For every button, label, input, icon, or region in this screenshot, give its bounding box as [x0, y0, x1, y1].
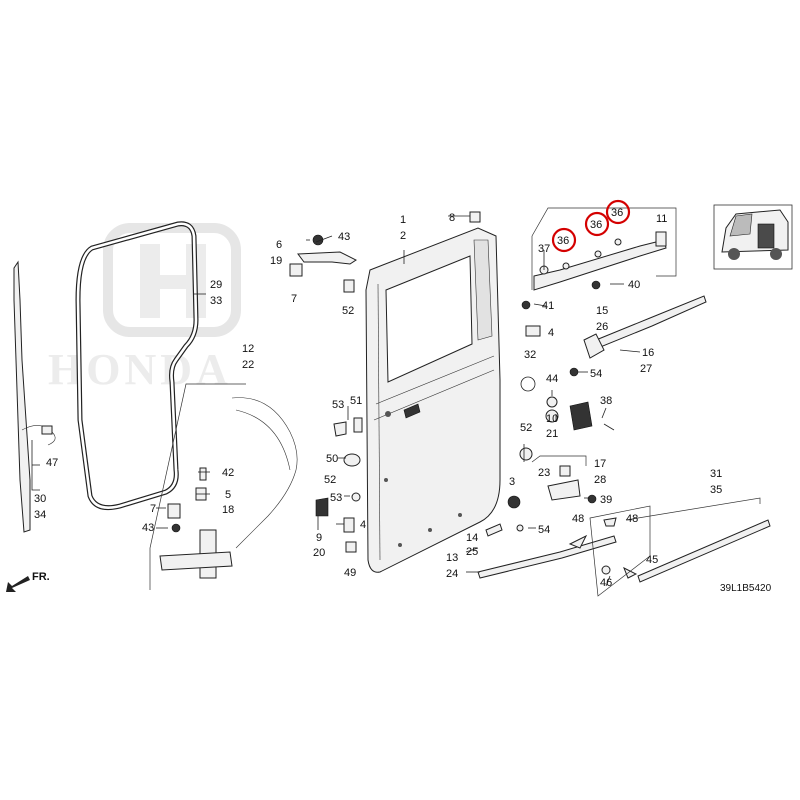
- callout-27: 27: [640, 363, 652, 375]
- callout-7-top: 7: [291, 293, 297, 305]
- callout-38: 38: [600, 395, 612, 407]
- callout-54-upper: 54: [590, 368, 602, 380]
- front-direction-arrow: FR.: [6, 571, 50, 592]
- callout-12: 12: [242, 343, 254, 355]
- callout-48-left: 48: [572, 513, 584, 525]
- callout-21: 21: [546, 428, 558, 440]
- callout-5: 5: [225, 489, 231, 501]
- door-rail-harness: [13, 260, 56, 533]
- callout-22: 22: [242, 359, 254, 371]
- callout-24: 24: [446, 568, 458, 580]
- lower-roller-group: [507, 455, 597, 532]
- callout-53-low: 53: [330, 492, 342, 504]
- sliding-door-panel: [365, 227, 501, 573]
- callout-42: 42: [222, 467, 234, 479]
- callout-45: 45: [646, 554, 658, 566]
- callout-33: 33: [210, 295, 222, 307]
- door-weatherstrip: [75, 221, 206, 511]
- callout-53-top: 53: [332, 399, 344, 411]
- callout-47: 47: [46, 457, 58, 469]
- center-rail: [569, 295, 707, 377]
- front-upper-bracket: [289, 234, 357, 277]
- callout-36-a: 36: [557, 235, 569, 247]
- callout-35: 35: [710, 484, 722, 496]
- callout-15: 15: [596, 305, 608, 317]
- callout-2: 2: [400, 230, 406, 242]
- callout-52-mid: 52: [324, 474, 336, 486]
- callout-11: 11: [656, 213, 667, 225]
- watermark-brand: HONDA: [48, 345, 232, 394]
- callout-6: 6: [276, 239, 282, 251]
- callout-14: 14: [466, 532, 478, 544]
- leader-lines: [156, 235, 641, 587]
- lower-rail-parts: [477, 505, 651, 597]
- callout-20: 20: [313, 547, 325, 559]
- callout-52-top: 52: [342, 305, 354, 317]
- callout-4-front: 4: [360, 519, 366, 531]
- callout-13: 13: [446, 552, 458, 564]
- callout-49: 49: [344, 567, 356, 579]
- callout-40: 40: [628, 279, 640, 291]
- callout-8: 8: [449, 212, 455, 224]
- callout-51: 51: [350, 395, 362, 407]
- callout-16: 16: [642, 347, 654, 359]
- callout-25: 25: [466, 546, 478, 558]
- callout-41: 41: [542, 300, 554, 312]
- highlight-circles: [551, 199, 631, 253]
- callout-26: 26: [596, 321, 608, 333]
- direction-label: FR.: [32, 571, 50, 583]
- upper-roller-group: [521, 207, 677, 310]
- callout-32: 32: [524, 349, 536, 361]
- callout-19: 19: [270, 255, 282, 267]
- callout-4-center: 4: [548, 327, 554, 339]
- callout-54-lower: 54: [538, 524, 550, 536]
- callout-7-low: 7: [150, 503, 156, 515]
- callout-18: 18: [222, 504, 234, 516]
- diagram-code: 39L1B5420: [720, 583, 772, 594]
- callout-labels: 1 2 8 43 6 19 7 52 29 33 12 22 53 51 50 …: [34, 207, 772, 594]
- callout-46: 46: [600, 577, 612, 589]
- callout-36-b: 36: [590, 219, 602, 231]
- callout-29: 29: [210, 279, 222, 291]
- callout-3: 3: [509, 476, 515, 488]
- callout-30: 30: [34, 493, 46, 505]
- callout-43-low: 43: [142, 522, 154, 534]
- callout-34: 34: [34, 509, 46, 521]
- callout-44: 44: [546, 373, 558, 385]
- callout-31: 31: [710, 468, 722, 480]
- callout-9: 9: [316, 532, 322, 544]
- callout-52-right: 52: [520, 422, 532, 434]
- center-small-parts: [519, 325, 615, 461]
- callout-1: 1: [400, 214, 406, 226]
- callout-23: 23: [538, 467, 550, 479]
- front-small-parts: [315, 211, 481, 553]
- callout-28: 28: [594, 474, 606, 486]
- callout-43-top: 43: [338, 231, 350, 243]
- vehicle-inset-view: [713, 204, 793, 270]
- callout-50: 50: [326, 453, 338, 465]
- callout-39: 39: [600, 494, 612, 506]
- callout-17: 17: [594, 458, 606, 470]
- callout-10: 10: [546, 413, 558, 425]
- callout-37: 37: [538, 243, 550, 255]
- callout-48-right: 48: [626, 513, 638, 525]
- rocker-molding: [625, 497, 771, 583]
- callout-36-c: 36: [611, 207, 623, 219]
